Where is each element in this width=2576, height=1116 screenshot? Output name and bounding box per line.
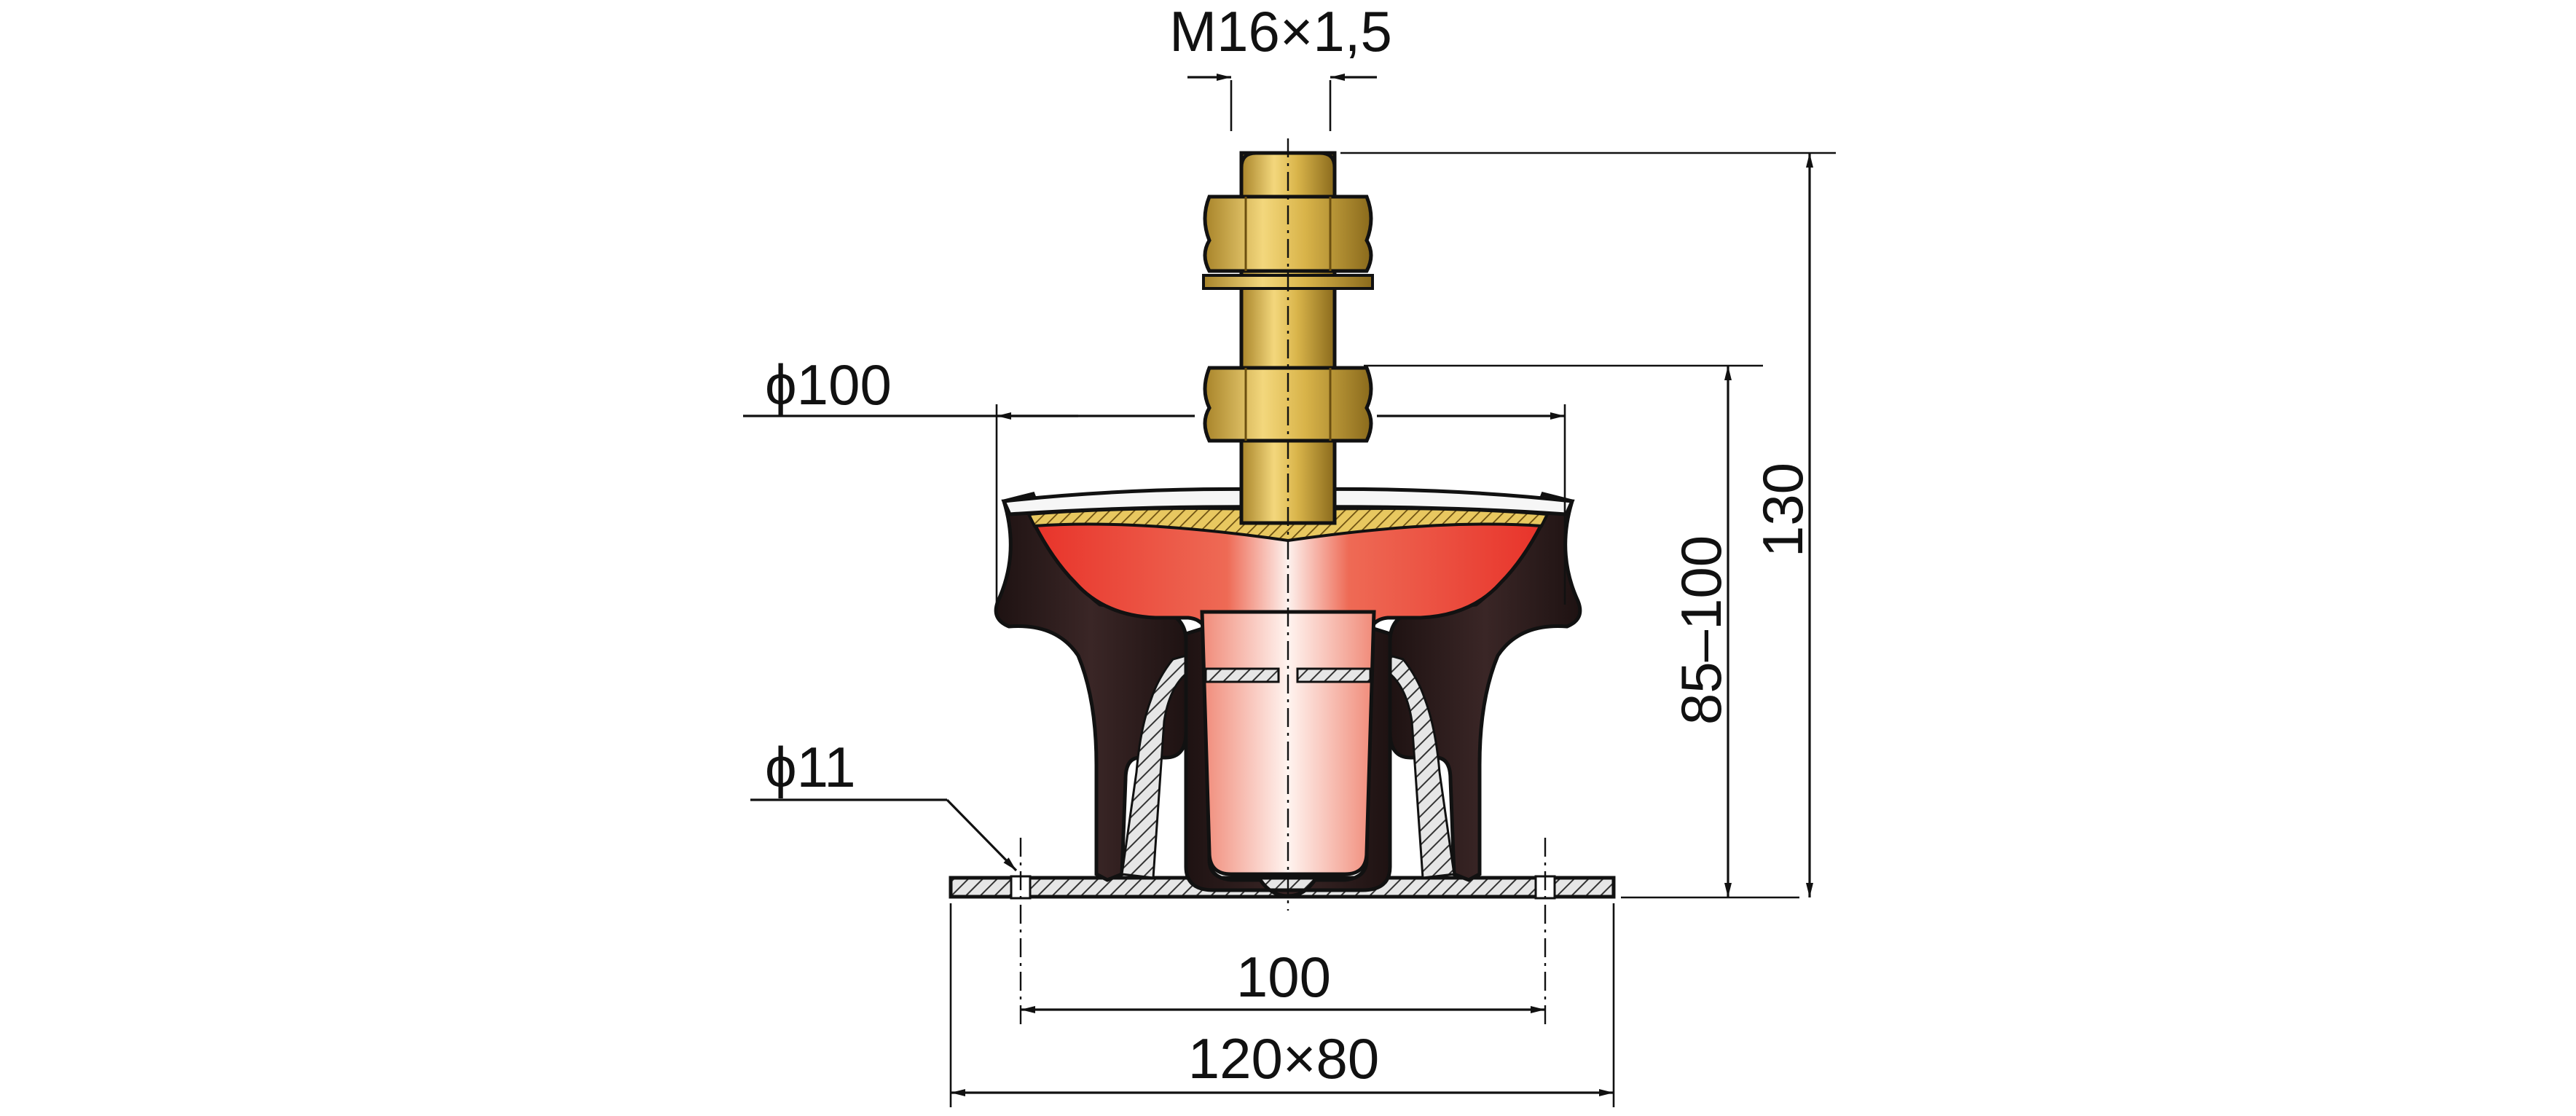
mount-body: [949, 138, 1616, 1027]
inner-sleeve-left: [1204, 667, 1280, 683]
inner-sleeve-right: [1296, 667, 1372, 683]
hole-diameter-label: ϕ11: [765, 735, 856, 799]
dimensions: M16×1,5 ϕ100 ϕ11 100 120×80 85–100 130: [743, 0, 1836, 1107]
steel-leg-left: [1120, 654, 1187, 879]
top-diameter-label: ϕ100: [765, 353, 892, 417]
thread-label: M16×1,5: [1169, 0, 1392, 63]
hole-spacing-label: 100: [1236, 945, 1331, 1009]
total-height-label: 130: [1751, 463, 1815, 557]
height-range-label: 85–100: [1669, 535, 1733, 725]
steel-leg-right: [1389, 654, 1456, 879]
base-size-label: 120×80: [1188, 1026, 1379, 1091]
